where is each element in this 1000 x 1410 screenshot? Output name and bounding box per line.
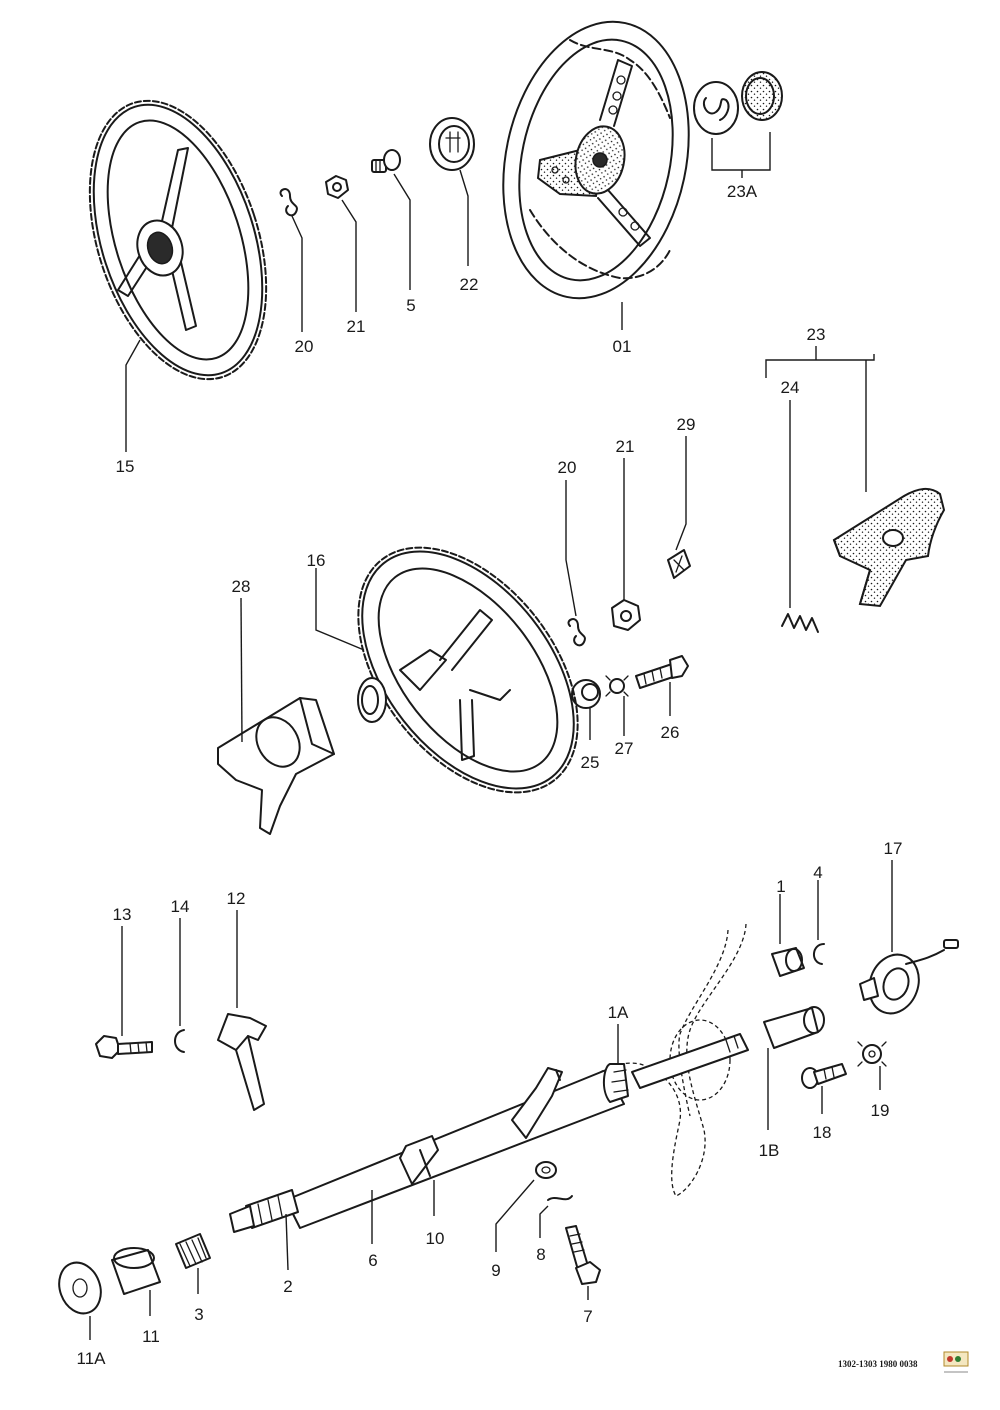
callout-15: 15 [116, 457, 135, 476]
washer-11a [58, 1261, 102, 1315]
callout-27: 27 [615, 739, 634, 758]
callout-21a: 21 [347, 317, 366, 336]
callout-22: 22 [460, 275, 479, 294]
callout-23: 23 [807, 325, 826, 344]
lock-washer-14 [174, 1029, 185, 1053]
callout-12: 12 [227, 889, 246, 908]
callout-9: 9 [491, 1261, 500, 1280]
callout-28: 28 [232, 577, 251, 596]
lock-plate-20a [279, 188, 298, 217]
washer-9 [535, 1161, 557, 1179]
bolt-13 [95, 1035, 153, 1059]
callout-20a: 20 [295, 337, 314, 356]
callout-5: 5 [406, 296, 415, 315]
callout-1: 1 [776, 877, 785, 896]
callout-10: 10 [426, 1229, 445, 1248]
callout-18: 18 [813, 1123, 832, 1142]
callout-4: 4 [813, 863, 822, 882]
horn-button-23a [693, 71, 783, 135]
horn-pad-23 [832, 488, 946, 608]
steering-wheel-16 [357, 546, 579, 794]
canceling-ring-17 [859, 939, 959, 1015]
hub-adapter-28 [217, 697, 335, 835]
callout-8: 8 [536, 1245, 545, 1264]
spring-24 [781, 613, 819, 633]
footer-code: 1302-1303 1980 0038 [838, 1359, 918, 1369]
bushing-1 [771, 947, 805, 977]
callout-14: 14 [171, 897, 190, 916]
nut-21b [611, 599, 641, 631]
callout-24: 24 [781, 378, 800, 397]
callout-26: 26 [661, 723, 680, 742]
callout-23a: 23A [727, 182, 758, 201]
callout-6: 6 [368, 1251, 377, 1270]
callout-20b: 20 [558, 458, 577, 477]
steering-column-tube-6 [229, 1033, 749, 1233]
sleeve-1b [763, 1006, 825, 1049]
callout-11: 11 [142, 1327, 160, 1346]
callout-1a: 1A [608, 1003, 629, 1022]
bushing-25 [571, 679, 601, 709]
publisher-logo [943, 1351, 969, 1373]
callout-25: 25 [581, 753, 600, 772]
steering-wheel-01 [502, 20, 690, 300]
callout-17: 17 [884, 839, 903, 858]
callout-01: 01 [613, 337, 632, 356]
bolt-7 [565, 1225, 601, 1285]
nut-21a [325, 175, 349, 199]
callout-3: 3 [194, 1305, 203, 1324]
callout-11a: 11A [77, 1349, 107, 1368]
emblem-29 [667, 549, 691, 579]
lock-plate-8 [547, 1195, 573, 1201]
screw-26 [635, 655, 689, 689]
callout-21b: 21 [616, 437, 635, 456]
horn-cap-22 [429, 117, 475, 171]
lock-washer-27 [605, 675, 629, 697]
steering-wheel-15 [88, 99, 268, 381]
ring-4 [813, 943, 825, 965]
needle-bearing-3 [175, 1233, 211, 1269]
callout-29: 29 [677, 415, 696, 434]
screw-18 [801, 1063, 847, 1089]
lock-plate-20b [567, 618, 586, 647]
contact-pin-5 [371, 149, 401, 173]
callout-1b: 1B [759, 1141, 780, 1160]
callout-16: 16 [307, 551, 326, 570]
callout-7: 7 [583, 1307, 592, 1326]
bushing-11 [111, 1247, 161, 1295]
lock-washer-19 [857, 1041, 887, 1067]
callout-19: 19 [871, 1101, 890, 1120]
callout-2: 2 [283, 1277, 292, 1296]
bracket-12 [217, 1013, 267, 1111]
callout-13: 13 [113, 905, 132, 924]
